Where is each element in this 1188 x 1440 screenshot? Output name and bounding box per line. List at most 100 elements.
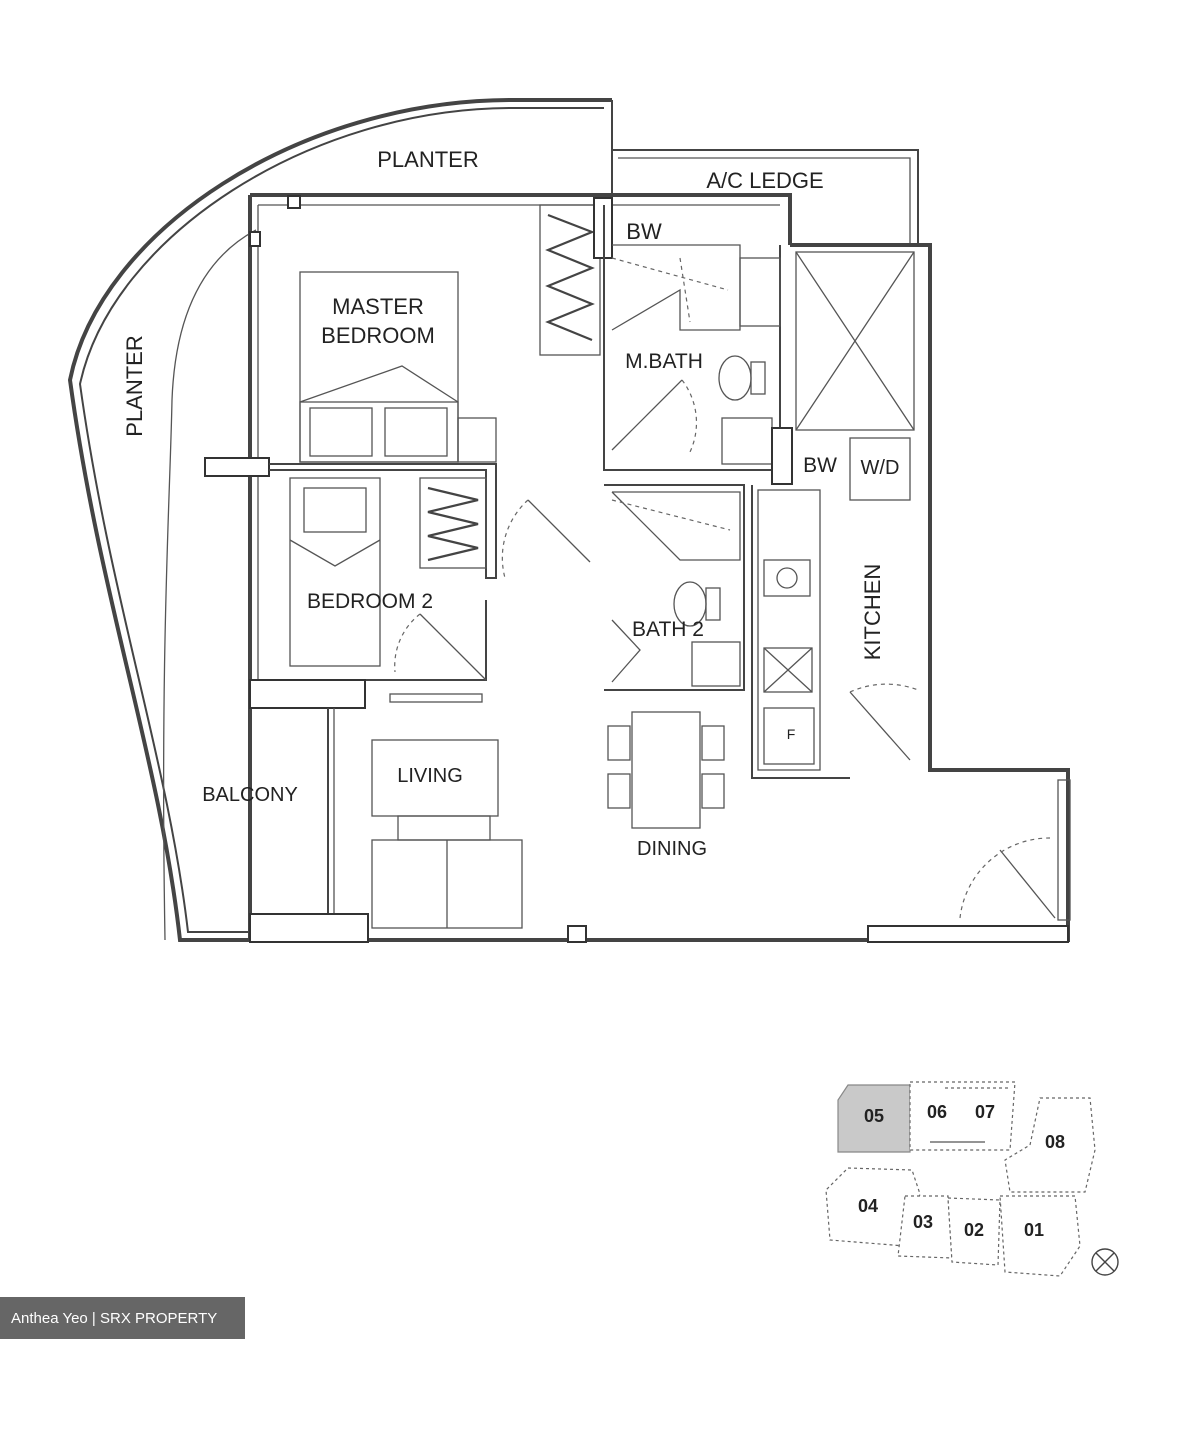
planter-inner-curve <box>78 107 604 933</box>
kitchen-sink <box>763 647 813 693</box>
bedroom-partition-wall <box>269 463 497 579</box>
ac-ledge-outline <box>612 149 919 245</box>
label-planter-top: PLANTER <box>377 147 478 172</box>
bedroom2-bed-frame <box>289 477 381 667</box>
key-unit-02 <box>947 1197 1001 1266</box>
bath2-shower <box>611 491 741 561</box>
key-label-02: 02 <box>964 1220 984 1240</box>
mbath-cistern <box>750 361 766 395</box>
label-living: LIVING <box>397 765 463 787</box>
key-label-01: 01 <box>1024 1220 1044 1240</box>
bath2-walls <box>604 484 745 691</box>
mbath-shower <box>611 244 741 331</box>
kitchen-door <box>849 691 911 761</box>
shaft-cross <box>795 251 915 431</box>
label-m-bath: M.BATH <box>625 350 703 373</box>
mbath-vanity <box>739 257 781 327</box>
bath2-cistern <box>705 587 721 621</box>
watermark: Anthea Yeo | SRX PROPERTY <box>0 1297 245 1339</box>
master-wardrobe-hangers <box>545 213 595 342</box>
label-bw-2: BW <box>803 454 837 477</box>
bedroom-partition-stub <box>204 457 270 477</box>
mbath-shower-lines <box>611 257 729 323</box>
label-balcony: BALCONY <box>202 784 298 806</box>
key-unit-03 <box>897 1195 953 1259</box>
dining-chair-1 <box>607 725 631 761</box>
mbath-door-swing <box>681 379 698 453</box>
label-dining: DINING <box>637 838 707 860</box>
kitchen-counter <box>757 489 821 771</box>
key-plan: 05 06 07 08 04 03 02 01 <box>825 1081 1119 1277</box>
master-bed-sheet <box>299 365 459 403</box>
key-unit-06-07 <box>909 1081 1016 1151</box>
key-unit-04 <box>825 1167 921 1247</box>
bottom-column-mid <box>567 925 587 943</box>
key-unit-01 <box>999 1195 1081 1277</box>
key-label-05: 05 <box>864 1106 884 1126</box>
mbath-toilet <box>718 355 752 401</box>
key-unit-08 <box>1004 1097 1096 1193</box>
master-bed-head <box>299 401 459 463</box>
master-door-swing <box>501 499 529 579</box>
label-ac-ledge: A/C LEDGE <box>706 168 823 193</box>
dining-chair-4 <box>701 773 725 809</box>
key-label-03: 03 <box>913 1212 933 1232</box>
kitchen-hob <box>763 559 811 597</box>
bath2-shower-lines <box>611 499 731 531</box>
entrance-door <box>999 849 1056 919</box>
bottom-column-left <box>249 913 369 943</box>
label-bath-2: BATH 2 <box>632 618 704 641</box>
entrance-frame <box>1057 779 1071 921</box>
label-bedroom-2: BEDROOM 2 <box>307 590 433 613</box>
master-wardrobe <box>539 204 601 356</box>
bedroom2-shelf <box>389 693 483 703</box>
key-label-06: 06 <box>927 1102 947 1122</box>
key-unit-05 <box>837 1084 911 1153</box>
bedroom2-pillow <box>303 487 367 533</box>
kitchen-sink-cross <box>763 647 813 693</box>
key-label-04: 04 <box>858 1196 878 1216</box>
main-inner-wall <box>257 204 780 680</box>
bedroom2-wardrobe <box>419 477 487 569</box>
bath2-door <box>611 619 641 683</box>
mbath-walls <box>603 205 781 471</box>
mbath-basin <box>721 417 773 465</box>
column-left <box>249 231 261 247</box>
kitchen-hob-ring <box>776 567 798 589</box>
bedroom2-bed-sheet <box>289 539 381 567</box>
bedroom2-column <box>249 679 366 709</box>
sofa-back <box>397 815 491 841</box>
planter-outer-curve <box>67 98 612 942</box>
kitchen-fridge <box>763 707 815 765</box>
key-label-08: 08 <box>1045 1132 1065 1152</box>
label-bw-1: BW <box>626 219 662 244</box>
key-label-07: 07 <box>975 1102 995 1122</box>
label-master-bedroom-2: BEDROOM <box>321 323 435 348</box>
dining-chair-3 <box>701 725 725 761</box>
label-kitchen: KITCHEN <box>860 564 885 661</box>
balcony-inner-curve <box>162 229 257 941</box>
kitchen-door-swing <box>849 683 919 693</box>
shaft <box>795 251 915 431</box>
bottom-column-right <box>867 925 1069 943</box>
master-side-table <box>457 417 497 463</box>
bedroom2-wardrobe-hangers <box>427 486 479 562</box>
label-planter-left: PLANTER <box>122 335 147 436</box>
wd-machine <box>849 437 911 501</box>
master-pillow-right <box>384 407 448 457</box>
dining-chair-2 <box>607 773 631 809</box>
entrance-door-swing <box>959 837 1051 919</box>
mbath-door <box>611 379 683 451</box>
kitchen-left-wall <box>751 485 850 779</box>
column-top <box>287 195 301 209</box>
master-pillow-left <box>309 407 373 457</box>
bath2-basin <box>691 641 741 687</box>
north-arrow-icon <box>1091 1248 1119 1276</box>
label-wd: W/D <box>861 457 900 479</box>
bedroom2-door-swing <box>394 613 421 673</box>
bw-2-column <box>771 427 793 485</box>
dining-table <box>631 711 701 829</box>
ac-ledge-inner <box>618 157 911 245</box>
master-door <box>527 499 591 563</box>
